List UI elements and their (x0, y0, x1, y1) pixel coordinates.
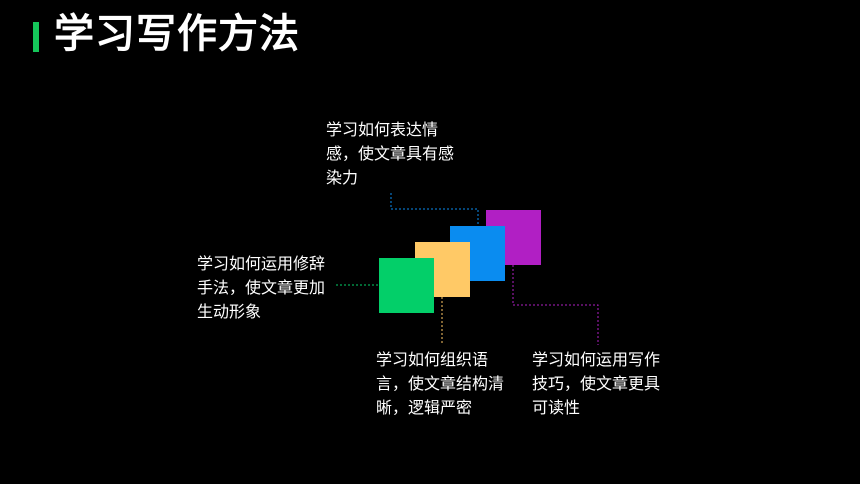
caption-express-emotion: 学习如何表达情感，使文章具有感染力 (326, 120, 455, 187)
page-title: 学习写作方法 (54, 11, 300, 57)
connector-purple (512, 265, 599, 345)
connector-blue (390, 193, 479, 226)
caption-organize-language: 学习如何组织语言，使文章结构清晰，逻辑严密 (376, 350, 505, 417)
title-accent-bar (33, 22, 39, 52)
square-green (379, 258, 434, 313)
caption-rhetoric: 学习如何运用修辞手法，使文章更加生动形象 (197, 254, 326, 321)
caption-writing-skills: 学习如何运用写作技巧，使文章更具可读性 (532, 350, 661, 417)
